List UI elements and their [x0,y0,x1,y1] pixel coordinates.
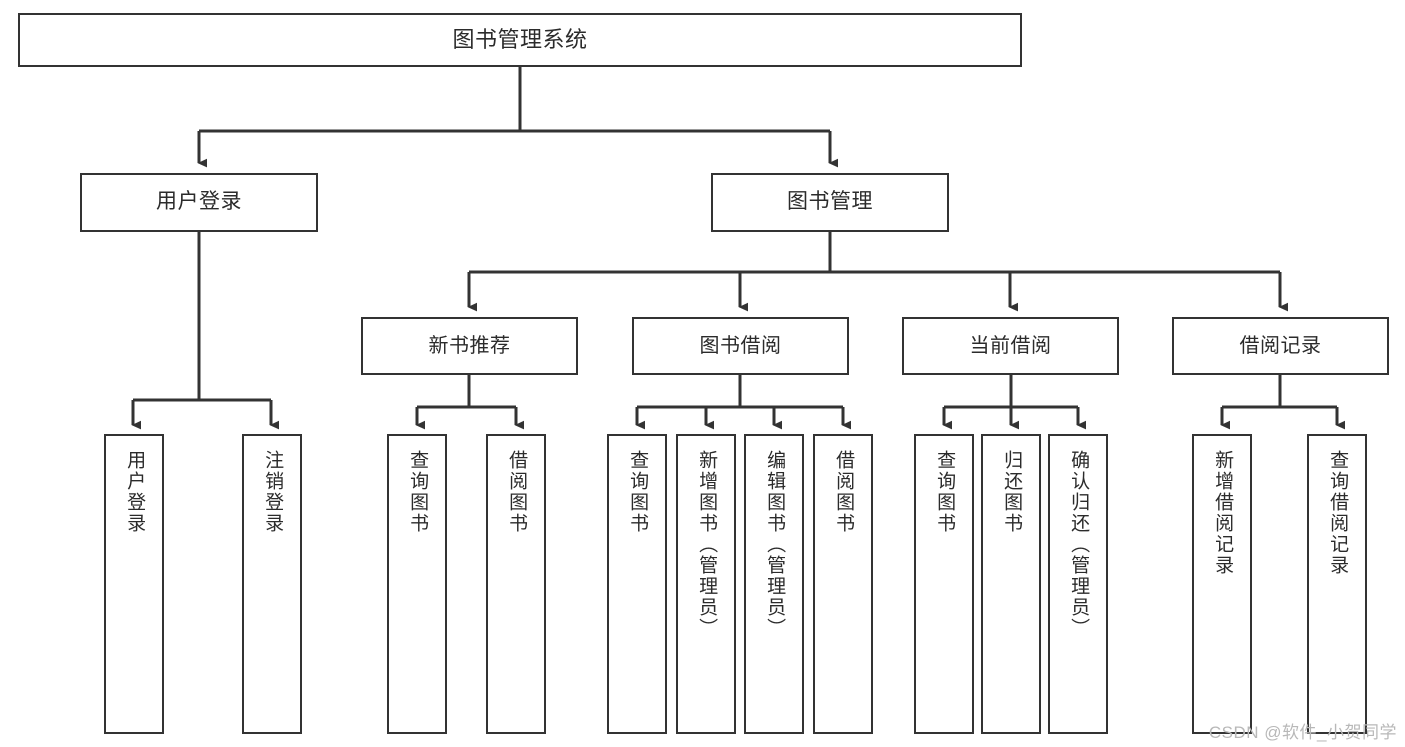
node-label: 查询图书 [934,450,956,534]
leaf-borrow-edit-book-admin[interactable]: 编辑图书（管理员） [744,434,804,734]
leaf-current-query-book[interactable]: 查询图书 [914,434,974,734]
leaf-borrow-query-book[interactable]: 查询图书 [607,434,667,734]
node-label: 查询图书 [627,450,649,534]
node-label: 查询借阅记录 [1327,450,1349,576]
node-label: 图书管理系统 [452,27,588,53]
node-label: 借阅记录 [1239,334,1322,357]
node-book-borrow[interactable]: 图书借阅 [632,317,849,375]
leaf-current-confirm-return-admin[interactable]: 确认归还（管理员） [1048,434,1108,734]
node-user-login[interactable]: 用户登录 [80,173,318,232]
node-label: 注销登录 [262,450,284,534]
node-current-borrow[interactable]: 当前借阅 [902,317,1119,375]
leaf-current-return-book[interactable]: 归还图书 [981,434,1041,734]
leaf-recommend-query-book[interactable]: 查询图书 [387,434,447,734]
node-book-management[interactable]: 图书管理 [711,173,949,232]
node-label: 新增借阅记录 [1212,450,1234,576]
node-label: 确认归还（管理员） [1068,450,1090,639]
leaf-borrow-add-book-admin[interactable]: 新增图书（管理员） [676,434,736,734]
node-label: 用户登录 [124,450,146,534]
node-label: 当前借阅 [969,334,1052,357]
leaf-user-login-logout[interactable]: 注销登录 [242,434,302,734]
node-label: 新书推荐 [428,334,511,357]
leaf-records-query-record[interactable]: 查询借阅记录 [1307,434,1367,734]
node-label: 用户登录 [156,190,242,214]
node-label: 借阅图书 [833,450,855,534]
node-new-book-recommend[interactable]: 新书推荐 [361,317,578,375]
node-label: 新增图书（管理员） [696,450,718,639]
leaf-recommend-borrow-book[interactable]: 借阅图书 [486,434,546,734]
node-label: 编辑图书（管理员） [764,450,786,639]
node-label: 图书管理 [787,190,873,214]
node-label: 归还图书 [1001,450,1023,534]
leaf-records-add-record[interactable]: 新增借阅记录 [1192,434,1252,734]
node-root-system[interactable]: 图书管理系统 [18,13,1022,67]
leaf-borrow-borrow-book[interactable]: 借阅图书 [813,434,873,734]
node-label: 图书借阅 [699,334,782,357]
node-borrow-records[interactable]: 借阅记录 [1172,317,1389,375]
node-label: 借阅图书 [506,450,528,534]
node-label: 查询图书 [407,450,429,534]
leaf-user-login-login[interactable]: 用户登录 [104,434,164,734]
